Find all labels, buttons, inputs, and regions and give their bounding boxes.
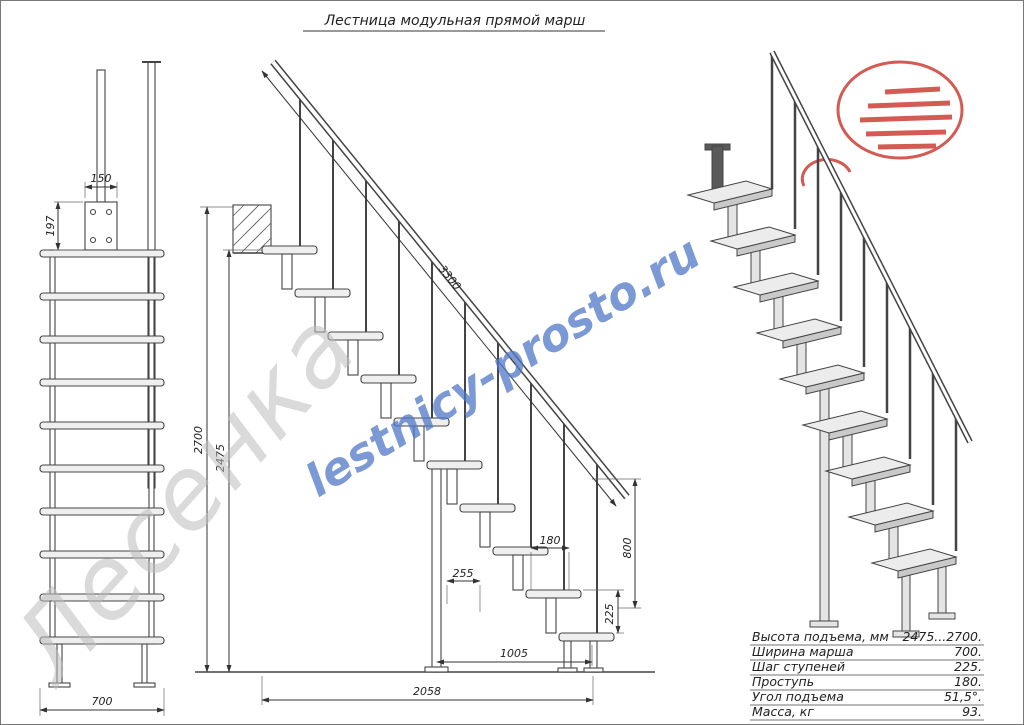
spec-value-step: 225. [954,659,982,674]
iso-support-foot-main [809,620,839,628]
front-leg-right [141,643,148,685]
spec-value-tread: 180. [954,674,982,689]
bolt-icon [105,236,113,244]
spec-table: Высота подъема, мм 2475...2700. Ширина м… [750,629,984,721]
logo-outer-arc [836,60,964,160]
support-post-main [431,468,442,673]
spec-value-width: 700. [954,644,982,659]
iso-treads [686,180,958,579]
support-leg-bottom-1 [563,640,572,673]
front-mount-plate [84,201,118,251]
logo-stripes [859,86,953,150]
spec-label-step: Шаг ступеней [752,659,845,674]
bolt-icon [89,208,97,216]
spec-label-width: Ширина марша [752,644,853,659]
dim-197-label: 197 [44,216,57,237]
iso-foot-bottom-rear [928,612,956,620]
spec-label-angle: Угол подъема [752,689,844,704]
support-leg-bottom-2 [589,640,598,673]
drawing-title: Лестница модульная прямой марш [324,13,586,29]
support-foot-main [424,666,449,673]
spec-label-mass: Масса, кг [752,704,814,719]
dim-255-label: 255 [453,567,474,580]
iso-handrail [769,50,973,444]
dim-1005-label: 1005 [500,647,528,660]
support-foot-bottom-1 [557,667,578,673]
support-foot-bottom-2 [583,667,604,673]
front-foot-right [133,682,156,688]
front-treads [39,249,165,645]
spec-value-angle: 51,5°. [944,689,982,704]
spec-value-mass: 93. [962,704,982,719]
dim-225-label: 225 [603,604,616,625]
spec-label-tread: Проступь [752,674,814,689]
dim-150-label: 150 [91,172,112,185]
spec-value-height: 2475...2700. [902,629,982,644]
dim-180-label: 180 [540,534,561,547]
front-view [39,61,165,688]
bolt-icon [89,236,97,244]
front-view-dimensions: 150 197 700 [39,172,165,716]
iso-foot-bottom-front [892,630,920,638]
iso-leg-bottom-front [901,574,911,636]
dim-2700-label: 2700 [192,426,205,454]
dim-700-label: 700 [92,695,113,708]
iso-leg-bottom-rear [937,560,947,618]
dim-800-label: 800 [621,538,634,559]
spec-label-height: Высота подъема, мм [752,629,889,644]
dim-2058-label: 2058 [413,685,441,698]
front-foot-left [48,682,71,688]
iso-balusters [770,52,958,551]
bolt-icon [105,208,113,216]
spec-row-dividers [750,644,984,721]
dim-2475-label: 2475 [214,444,227,472]
iso-view [686,50,973,638]
